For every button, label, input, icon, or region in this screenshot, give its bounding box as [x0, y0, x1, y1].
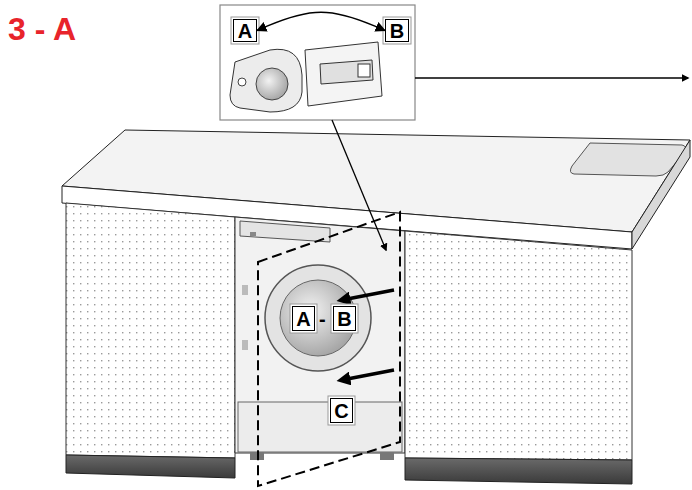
part-a-hole [238, 78, 246, 86]
direction-arrow [342, 370, 394, 380]
door-ring [265, 265, 371, 371]
indicator [250, 232, 256, 236]
swap-arrow [257, 12, 385, 30]
continuation-arrow [415, 77, 688, 78]
worktop-end [632, 140, 690, 249]
part-letter: C [334, 401, 348, 421]
left-cabinet [66, 203, 235, 458]
part-letter: B [337, 309, 351, 329]
part-letter: A [296, 309, 310, 329]
sink [570, 143, 685, 176]
detergent-drawer [240, 221, 330, 242]
washing-machine [235, 217, 405, 453]
letter-box: C [330, 398, 353, 423]
part-b-slot [320, 60, 373, 84]
letter-box: A [292, 306, 315, 331]
hinge-part-a [230, 49, 302, 112]
right-plinth [405, 458, 632, 484]
left-plinth [66, 455, 235, 478]
separator-mark: - [319, 309, 326, 329]
letter-box: A [233, 19, 257, 42]
service-panel [238, 402, 402, 452]
door-panel-outline [258, 212, 400, 486]
door-glass [280, 280, 356, 356]
hinge [242, 340, 248, 350]
part-b-catch [358, 64, 370, 77]
part-letter: A [238, 21, 252, 41]
hinge [242, 285, 248, 295]
hinge-part-b [305, 42, 382, 106]
detail-inset [220, 5, 415, 120]
letter-box: B [385, 19, 409, 42]
part-a-disc [256, 68, 288, 100]
figure-number: 3 - A [8, 13, 76, 45]
part-letter: B [390, 21, 404, 41]
direction-arrow [342, 290, 394, 300]
letter-box: B [333, 306, 356, 331]
leader-line [332, 120, 386, 250]
machine-foot [380, 452, 394, 460]
right-cabinet [405, 231, 632, 460]
